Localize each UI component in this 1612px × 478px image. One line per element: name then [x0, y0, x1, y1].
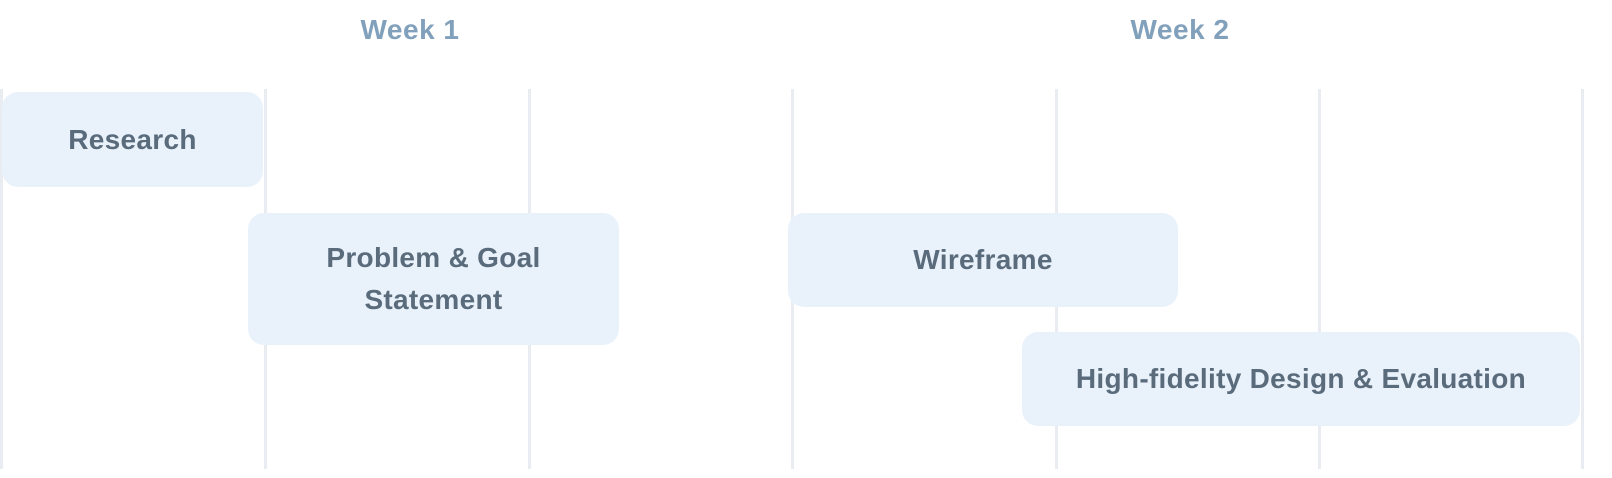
task-bar-high-fidelity-design-evaluation: High-fidelity Design & Evaluation: [1022, 332, 1580, 426]
task-label: Wireframe: [913, 244, 1053, 275]
gridline: [1318, 89, 1321, 469]
task-bar-problem-goal-statement: Problem & Goal Statement: [248, 213, 619, 345]
task-label: High-fidelity Design & Evaluation: [1075, 363, 1527, 394]
task-bar-wireframe: Wireframe: [788, 213, 1178, 307]
week-2-header: Week 2: [1130, 14, 1230, 45]
task-bar-research: Research: [2, 92, 263, 187]
task-label: Research: [68, 123, 197, 155]
week-1-header: Week 1: [360, 14, 460, 45]
gridline: [1581, 89, 1584, 469]
task-label: Problem & Goal Statement: [326, 242, 541, 315]
gridline: [0, 89, 3, 469]
